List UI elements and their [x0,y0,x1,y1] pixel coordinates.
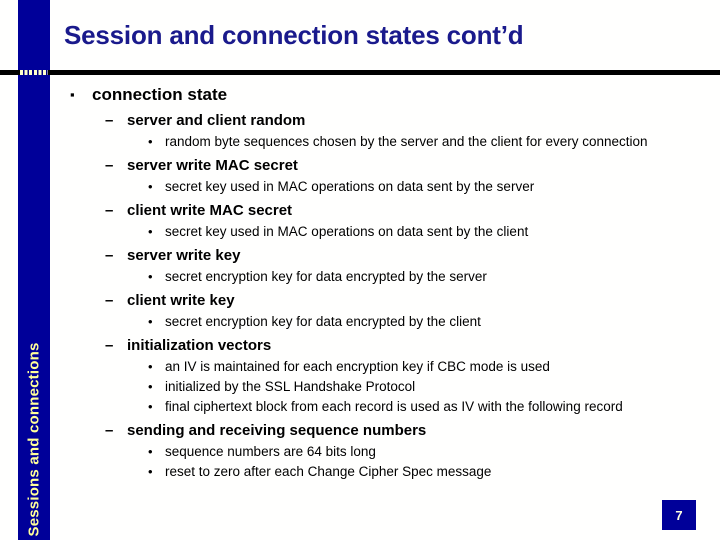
bullet-marker-level-2-icon: – [105,422,114,439]
outline-item-level-3: • secret key used in MAC operations on da… [148,178,706,196]
sidebar-accent-band [18,0,50,540]
outline-item-text: initialized by the SSL Handshake Protoco… [165,379,416,394]
bullet-marker-level-3-icon: • [148,379,153,394]
bullet-marker-level-3-icon: • [148,444,153,459]
outline-item-text: reset to zero after each Change Cipher S… [165,464,492,479]
outline-item-text: server and client random [127,112,306,129]
outline-item-level-2: –server write MAC secret [105,155,706,176]
outline-item-text: secret key used in MAC operations on dat… [165,224,529,239]
page-title: Session and connection states cont’d [64,20,524,50]
outline-item-text: secret encryption key for data encrypted… [165,269,487,284]
outline-item-text: initialization vectors [127,337,272,354]
outline-item-text: client write key [127,292,235,309]
bullet-marker-level-2-icon: – [105,247,114,264]
outline-item-level-3: • secret key used in MAC operations on da… [148,223,706,241]
bullet-marker-level-2-icon: – [105,157,114,174]
outline-item-level-3: • an IV is maintained for each encryption… [148,358,706,376]
outline-item-text: random byte sequences chosen by the serv… [165,134,648,149]
bullet-marker-level-3-icon: • [148,359,153,374]
outline-item-level-2: –server write key [105,245,706,266]
outline-item-level-2: –initialization vectors [105,335,706,356]
outline-item-text: sending and receiving sequence numbers [127,422,427,439]
page-number-badge: 7 [662,500,696,530]
outline-item-text: server write MAC secret [127,157,298,174]
outline-item-text: sequence numbers are 64 bits long [165,444,376,459]
outline-item-level-1: ▪ connection state [70,84,706,106]
outline-item-text: secret key used in MAC operations on dat… [165,179,535,194]
bullet-marker-level-1-icon: ▪ [70,87,75,102]
bullet-marker-level-3-icon: • [148,314,153,329]
outline-item-level-3: • reset to zero after each Change Cipher … [148,463,706,481]
bullet-marker-level-3-icon: • [148,399,153,414]
outline-item-text: server write key [127,247,241,264]
outline-item-text: final ciphertext block from each record … [165,399,623,414]
outline-item-text: client write MAC secret [127,202,293,219]
outline-item-level-3: • final ciphertext block from each record… [148,398,706,416]
outline-item-level-2: –client write MAC secret [105,200,706,221]
outline-item-text: connection state [92,85,228,104]
bullet-marker-level-3-icon: • [148,269,153,284]
bullet-marker-level-3-icon: • [148,179,153,194]
bullet-marker-level-2-icon: – [105,292,114,309]
outline-item-level-3: • initialized by the SSL Handshake Protoc… [148,378,706,396]
outline-item-level-2: –server and client random [105,110,706,131]
outline-item-text: secret encryption key for data encrypted… [165,314,481,329]
header-divider-rule [0,70,720,75]
header-rule-dash-accent [20,70,48,75]
outline-item-level-3: • sequence numbers are 64 bits long [148,443,706,461]
bullet-marker-level-3-icon: • [148,134,153,149]
bullet-marker-level-3-icon: • [148,224,153,239]
bullet-marker-level-3-icon: • [148,464,153,479]
outline-item-level-3: • random byte sequences chosen by the ser… [148,133,706,151]
bullet-marker-level-2-icon: – [105,202,114,219]
outline-item-level-2: –sending and receiving sequence numbers [105,420,706,441]
outline-item-text: an IV is maintained for each encryption … [165,359,550,374]
outline-item-level-3: • secret encryption key for data encrypte… [148,268,706,286]
bullet-marker-level-2-icon: – [105,337,114,354]
outline-item-level-2: –client write key [105,290,706,311]
outline-item-level-3: • secret encryption key for data encrypte… [148,313,706,331]
bullet-marker-level-2-icon: – [105,112,114,129]
slide-body-outline: ▪connection state–server and client rand… [70,84,706,481]
